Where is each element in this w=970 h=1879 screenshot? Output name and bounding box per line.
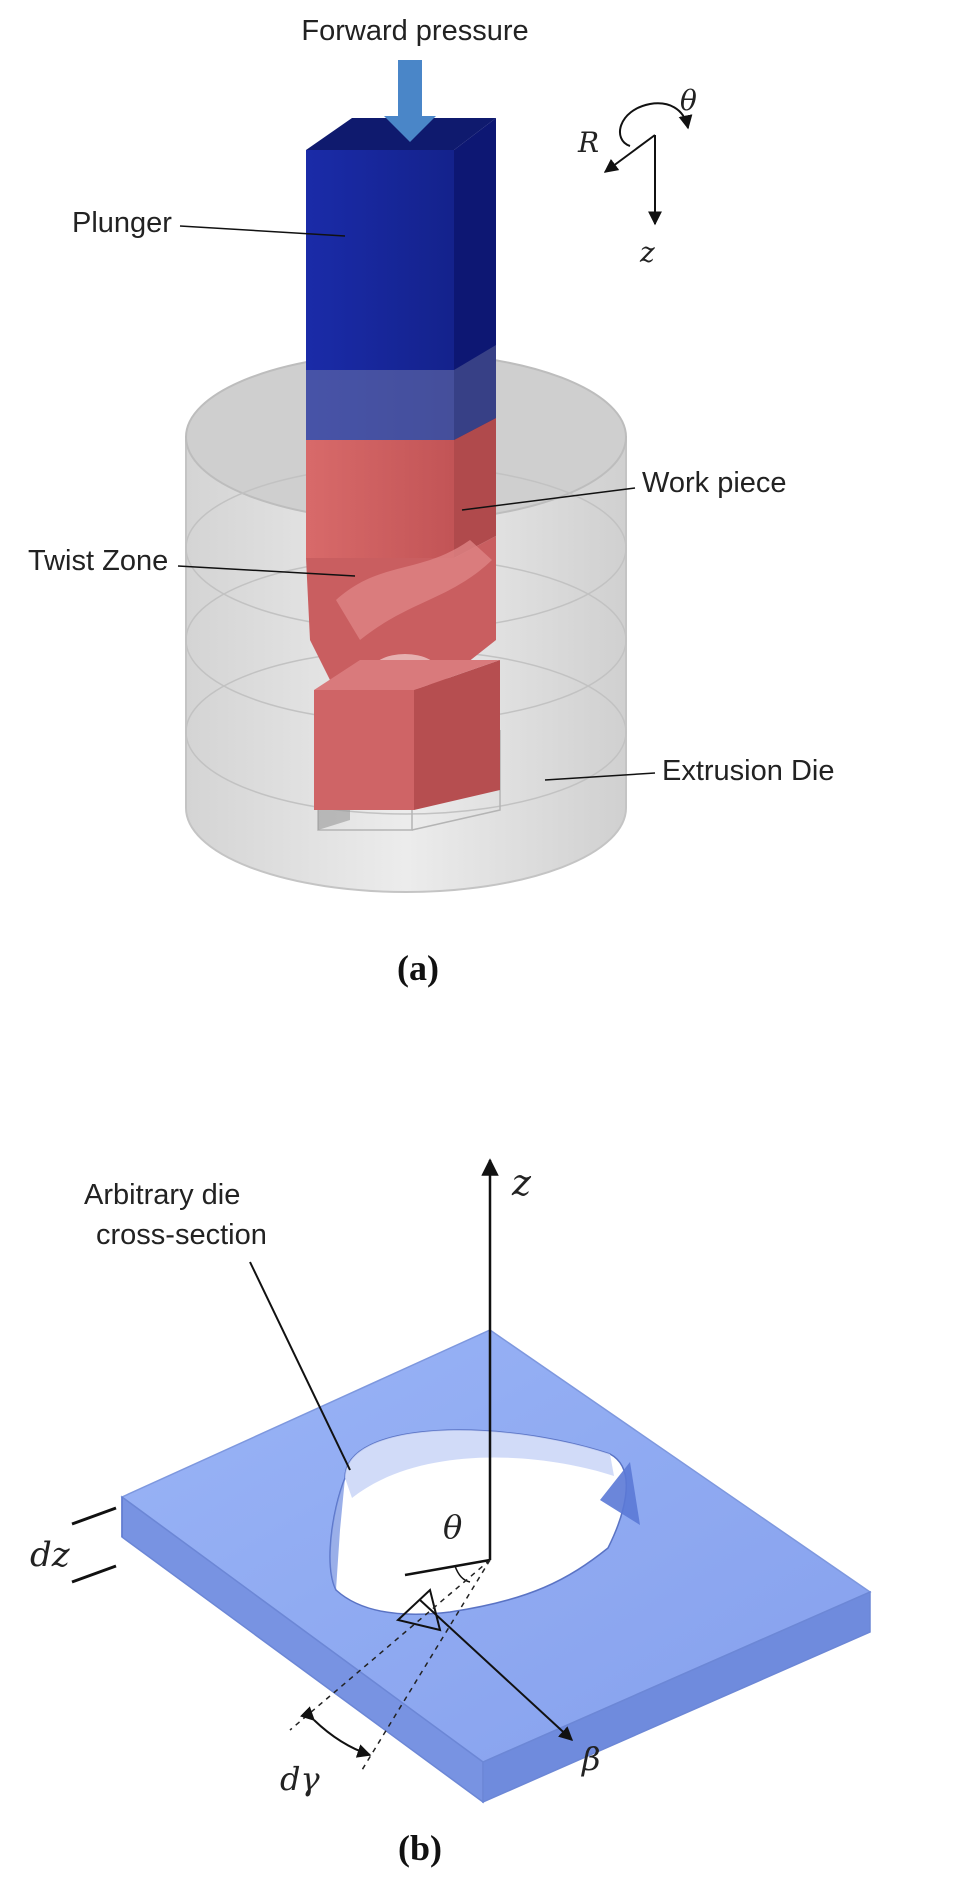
dz-label: dz [30,1535,71,1575]
figure-b: z θ β dγ dz Arbitrary die cross-section … [30,1158,872,1868]
theta-rotation-arrow [619,102,693,147]
beta-label: β [581,1740,601,1778]
twist-zone-label: Twist Zone [28,545,168,577]
cross-section-label-line1: Arbitrary die [84,1179,240,1211]
dgamma-ray-right [361,1559,491,1771]
extrusion-die-leader [544,772,656,781]
forward-pressure-arrow [384,60,436,142]
beta-arrow [419,1599,574,1741]
z-axis-label-b: z [511,1163,532,1204]
plunger-label: Plunger [72,207,172,239]
plunger-body [306,118,496,466]
theta-reference-line [404,1558,491,1577]
arbitrary-die-cross-section [329,1429,640,1615]
theta-axis-label: θ [680,84,697,117]
figure-a: Forward pressure Plunger Work piece Twis… [28,15,834,988]
r-axis-arrow [603,134,656,173]
theta-label-b: θ [443,1508,462,1546]
dgamma-label: dγ [280,1760,320,1798]
r-axis-label: R [577,126,599,159]
dz-tick-bottom [71,1564,117,1584]
dgamma-arc [300,1706,372,1758]
caption-a: (a) [397,948,439,988]
twist-zone-leader [177,565,356,577]
cross-section-leader [249,1261,351,1471]
work-piece-label: Work piece [642,467,787,499]
z-axis-label: z [639,236,655,269]
forward-pressure-label: Forward pressure [301,15,528,47]
caption-b: (b) [398,1828,442,1868]
extrusion-die-label: Extrusion Die [662,755,834,787]
dgamma-ray-left [289,1559,491,1731]
work-piece-leader [461,487,636,511]
element-triangle [395,1588,442,1632]
theta-arc [454,1565,471,1583]
dz-tick-top [71,1506,117,1526]
cross-section-label-line2: cross-section [96,1219,267,1251]
coordinate-axes: R θ z [577,84,697,269]
work-piece-body [306,418,500,810]
plunger-leader [179,225,346,237]
